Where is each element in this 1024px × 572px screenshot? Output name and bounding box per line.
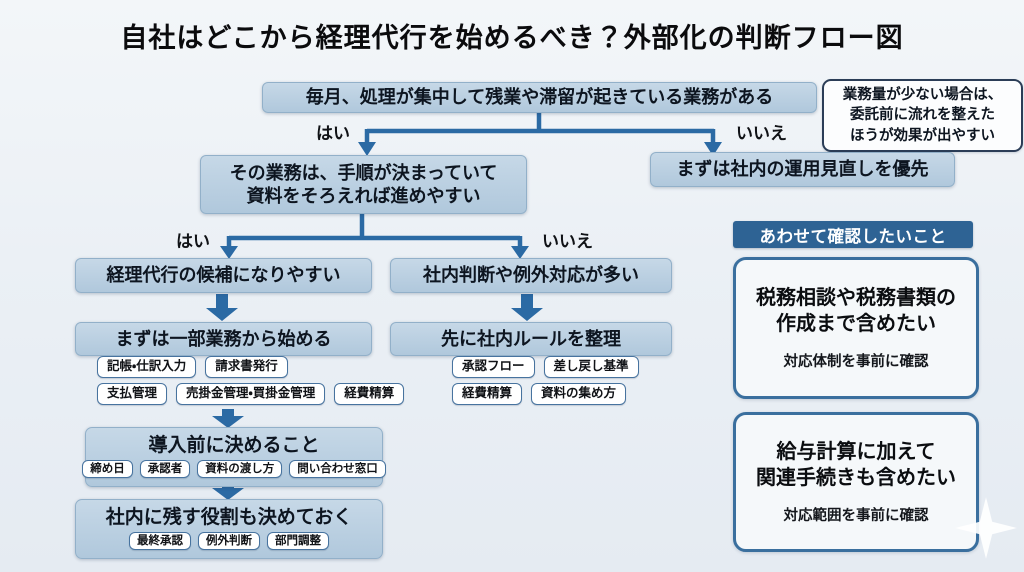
tag-pill: 締め日 xyxy=(82,459,133,478)
tag-pill: 資料の渡し方 xyxy=(197,459,283,478)
flow-node-internal-review: まずは社内の運用見直しを優先 xyxy=(650,152,955,187)
keep-roles-title: 社内に残す役割も決めておく xyxy=(105,507,353,528)
organize-tags-row2: 経費精算 資料の集め方 xyxy=(452,383,627,405)
tag-pill: 問い合わせ窓口 xyxy=(289,459,386,478)
side-card-title: 給与計算に加えて 関連手続きも含めたい xyxy=(756,441,956,489)
tag-pill: 請求書発行 xyxy=(205,356,288,378)
flow-node-q2: その業務は、手順が決まっていて 資料をそろえれば進めやすい xyxy=(200,155,527,214)
flow-node-start-small: まずは一部業務から始める xyxy=(75,322,372,356)
start-small-tags-row1: 記帳・仕訳入力 請求書発行 xyxy=(97,356,288,378)
tag-pill: 記帳・仕訳入力 xyxy=(97,356,197,378)
side-card-tax: 税務相談や税務書類の 作成まで含めたい 対応体制を事前に確認 xyxy=(733,257,979,399)
keep-roles-tags: 最終承認 例外判断 部門調整 xyxy=(129,531,329,550)
tag-pill: 差し戻し基準 xyxy=(543,356,639,378)
branch2-no-label: いいえ xyxy=(542,232,593,251)
flow-node-good-candidate: 経理代行の候補になりやすい xyxy=(75,258,372,293)
branch2-yes-label: はい xyxy=(176,232,210,251)
side-card-subtitle: 対応範囲を事前に確認 xyxy=(783,508,929,524)
branch1-yes-label: はい xyxy=(316,124,350,143)
tag-pill: 例外判断 xyxy=(198,531,260,550)
branch1-no-label: いいえ xyxy=(736,124,787,143)
tag-pill: 経費精算 xyxy=(334,383,405,405)
tag-pill: 最終承認 xyxy=(129,531,191,550)
start-small-tags-row2: 支払管理 売掛金管理・買掛金管理 経費精算 xyxy=(97,383,405,405)
tag-pill: 売掛金管理・買掛金管理 xyxy=(176,383,326,405)
flow-node-q1: 毎月、処理が集中して残業や滞留が起きている業務がある xyxy=(262,82,817,113)
tag-pill: 経費精算 xyxy=(452,383,523,405)
side-card-subtitle: 対応体制を事前に確認 xyxy=(783,354,929,370)
tag-pill: 資料の集め方 xyxy=(531,383,627,405)
side-card-title: 税務相談や税務書類の 作成まで含めたい xyxy=(756,287,956,335)
organize-tags-row1: 承認フロー 差し戻し基準 xyxy=(452,356,639,378)
side-card-payroll: 給与計算に加えて 関連手続きも含めたい 対応範囲を事前に確認 xyxy=(733,412,979,552)
tag-pill: 部門調整 xyxy=(267,531,329,550)
side-panel-header: あわせて確認したいこと xyxy=(733,221,973,248)
tag-pill: 支払管理 xyxy=(97,383,168,405)
flow-node-keep-roles: 社内に残す役割も決めておく 最終承認 例外判断 部門調整 xyxy=(75,499,383,559)
before-intro-tags: 締め日 承認者 資料の渡し方 問い合わせ窓口 xyxy=(82,459,386,478)
side-note: 業務量が少ない場合は、 委託前に流れを整えた ほうが効果が出やすい xyxy=(822,79,1023,152)
page-title: 自社はどこから経理代行を始めるべき？外部化の判断フロー図 xyxy=(120,23,904,53)
tag-pill: 承認者 xyxy=(139,459,191,478)
tag-pill: 承認フロー xyxy=(452,356,535,378)
flow-node-organize-rules: 先に社内ルールを整理 xyxy=(390,322,672,356)
flow-node-many-exceptions: 社内判断や例外対応が多い xyxy=(390,258,672,293)
flow-node-before-intro: 導入前に決めること 締め日 承認者 資料の渡し方 問い合わせ窓口 xyxy=(82,427,386,487)
before-intro-title: 導入前に決めること xyxy=(148,435,320,456)
